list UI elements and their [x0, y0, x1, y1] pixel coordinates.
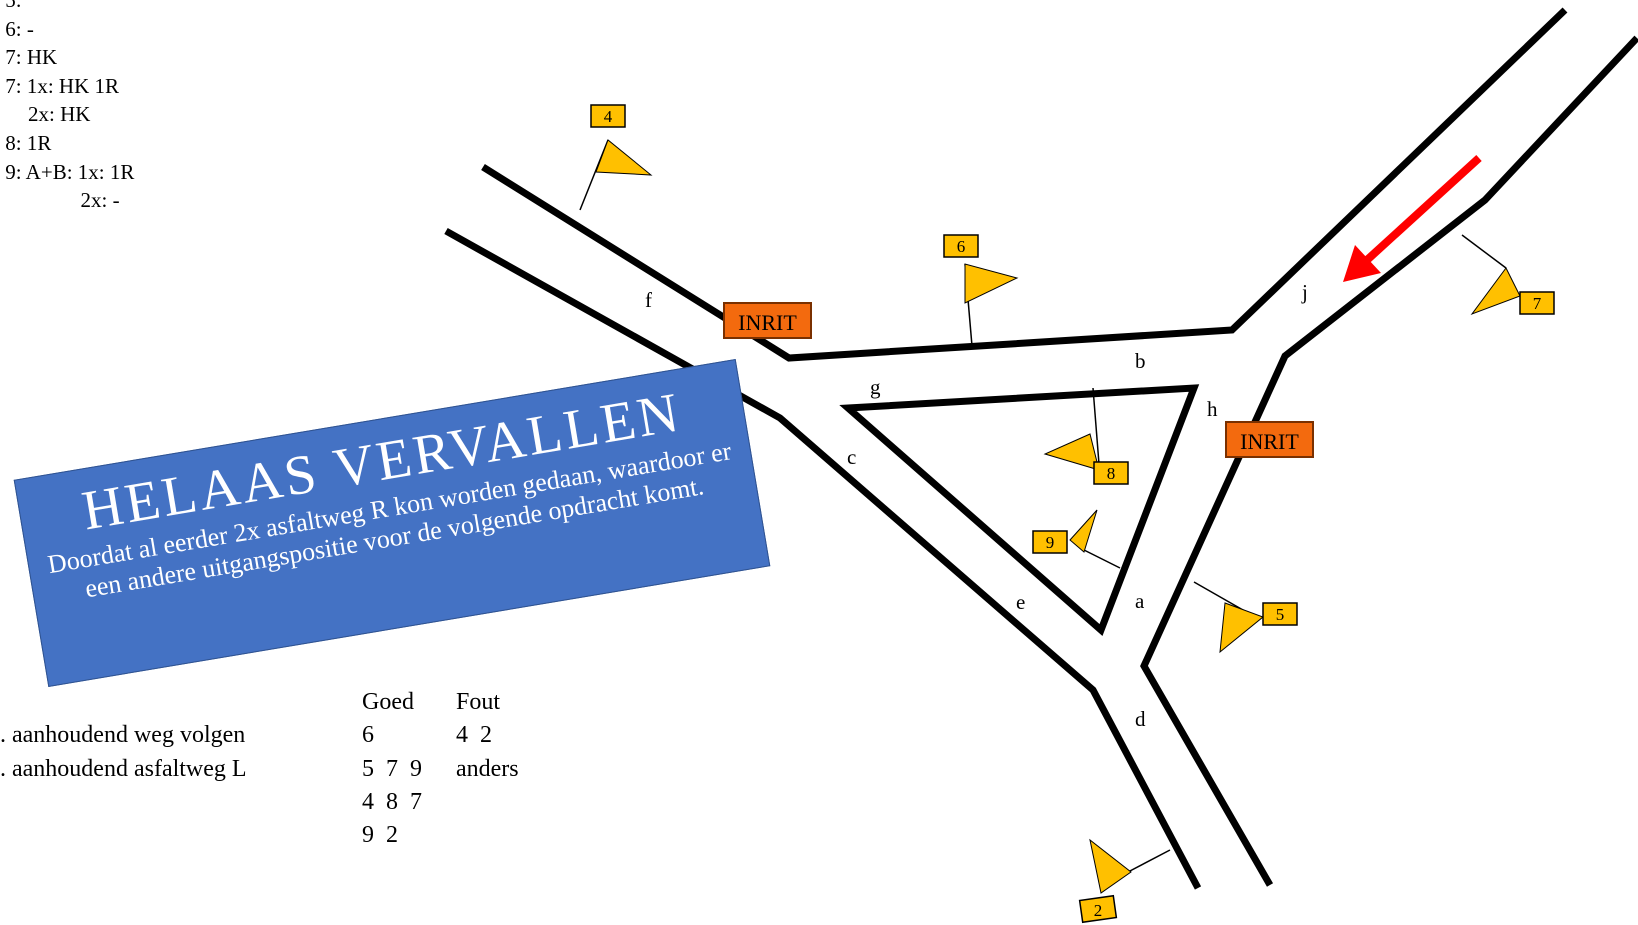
- road-label-c: c: [847, 445, 856, 469]
- road-label-e: e: [1016, 590, 1025, 614]
- flag-2-number: 2: [1094, 901, 1103, 920]
- note-line: C 7: HK: [0, 45, 58, 70]
- flag-7-number: 7: [1533, 294, 1542, 313]
- flag-8: 8: [1043, 387, 1129, 485]
- row-goed: 6: [362, 722, 374, 748]
- note-line: C 9: A+B: 1x: 1R: [0, 159, 135, 184]
- row-fout: 4 2: [456, 722, 492, 748]
- note-line: C 8: 1R: [0, 130, 52, 155]
- row-fout: anders: [456, 756, 519, 782]
- direction-arrow-head: [1343, 245, 1381, 282]
- flag-5: 5: [1193, 581, 1298, 654]
- road-label-b: b: [1135, 349, 1146, 373]
- header-fout: Fout: [456, 689, 501, 715]
- road-label-j: j: [1301, 280, 1308, 304]
- header-goed: Goed: [362, 689, 414, 715]
- inrit-sign-left: INRIT: [723, 302, 812, 339]
- row-label: 1. aanhoudend asfaltweg L: [0, 756, 247, 782]
- road-left-upper: [481, 7, 1568, 362]
- flag-6: 6: [943, 234, 1019, 347]
- road-right: [1140, 35, 1638, 887]
- triangle-island: [839, 384, 1200, 636]
- note-line: C 7: 1x: HK 1R: [0, 73, 120, 98]
- note-line: C 6: -: [0, 16, 34, 41]
- instruction-notes: C 5: C 6: - C 7: HK C 7: 1x: HK 1R 2x: H…: [0, 0, 134, 215]
- flag-9: 9: [1032, 509, 1121, 569]
- flag-4: 4: [579, 104, 653, 211]
- road-label-d: d: [1135, 707, 1146, 731]
- road-label-f: f: [645, 288, 652, 312]
- flag-5-number: 5: [1276, 605, 1285, 624]
- road-label-a: a: [1135, 589, 1145, 613]
- note-line: 2x: -: [80, 188, 120, 213]
- flag-2: 2: [1078, 838, 1171, 924]
- flag-8-number: 8: [1107, 464, 1116, 483]
- row-label: 0. aanhoudend weg volgen: [0, 722, 246, 748]
- row-goed: 9 2: [362, 822, 398, 848]
- note-line: C 5:: [0, 0, 22, 12]
- flag-7: 7: [1461, 234, 1555, 316]
- row-goed: 4 8 7: [362, 789, 422, 815]
- note-line: 2x: HK: [28, 102, 91, 127]
- flag-6-number: 6: [957, 237, 966, 256]
- direction-arrow: [1364, 155, 1482, 263]
- flag-9-number: 9: [1046, 533, 1055, 552]
- road-label-g: g: [870, 375, 881, 399]
- row-goed: 5 7 9: [362, 756, 422, 782]
- inrit-sign-right: INRIT: [1225, 421, 1314, 458]
- flag-4-number: 4: [604, 107, 613, 126]
- road-left-lower: [444, 227, 1202, 890]
- road-label-h: h: [1207, 397, 1218, 421]
